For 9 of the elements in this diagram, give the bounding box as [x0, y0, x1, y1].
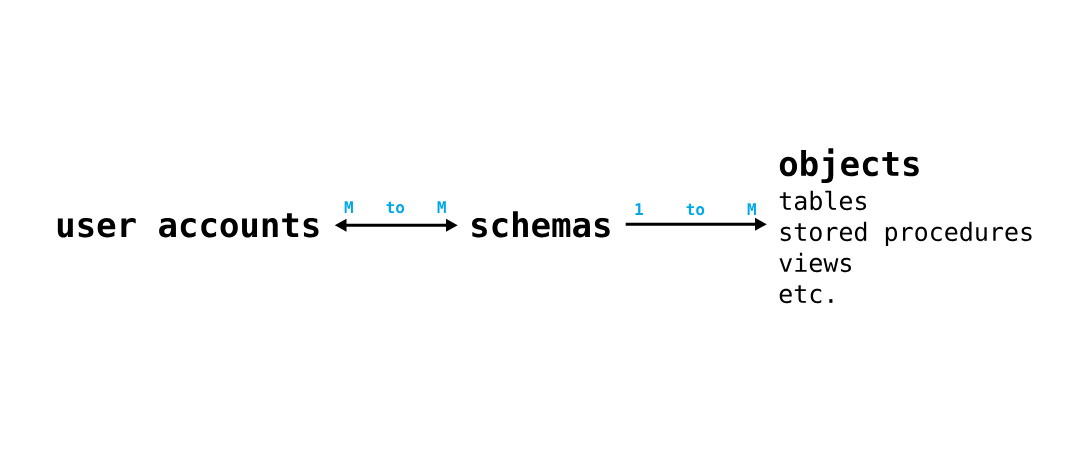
list-item: etc. — [779, 285, 833, 304]
edge-label: 1 to M — [635, 203, 756, 216]
entity-label: schemas — [472, 211, 610, 238]
list-item: views — [779, 252, 851, 273]
list-item: stored procedures — [780, 221, 1032, 247]
entity-label: objects — [779, 148, 919, 183]
entity-label: user accounts — [57, 213, 319, 238]
edge-label: M to M — [344, 201, 446, 214]
list-item: tables — [779, 190, 867, 211]
